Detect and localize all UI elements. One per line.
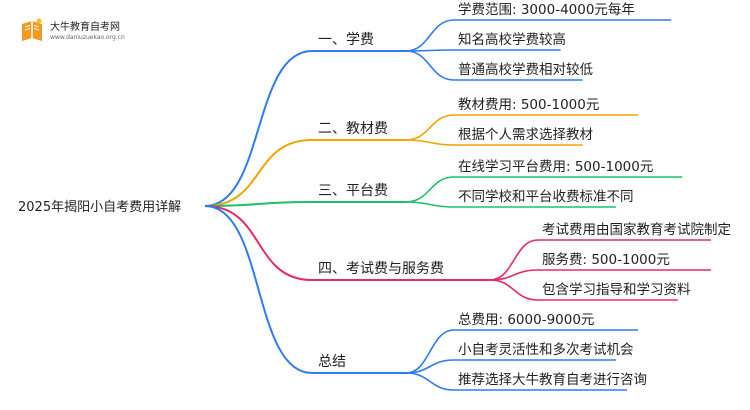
leaf-connector [405,329,455,374]
leaf-connector [405,139,455,146]
branch-connector [204,205,313,281]
leaf-label[interactable]: 普通高校学费相对较低 [458,61,593,78]
site-logo[interactable]: 大牛教育自考网 www.daniuzuekao.org.cn [16,14,136,48]
leaf-connector [489,239,539,281]
leaf-label[interactable]: 小自考灵活性和多次考试机会 [458,341,634,358]
leaf-label[interactable]: 不同学校和平台收费标准不同 [458,188,634,205]
branch-label[interactable]: 二、教材费 [318,121,388,137]
leaf-label[interactable]: 总费用: 6000-9000元 [458,312,594,328]
logo-url: www.daniuzuekao.org.cn [50,34,125,41]
branch-label[interactable]: 四、考试费与服务费 [318,261,444,277]
leaf-connector [405,372,455,391]
leaf-connector [405,201,455,208]
leaf-connector [489,279,539,301]
branch-connector [204,205,313,374]
leaf-label[interactable]: 根据个人需求选择教材 [458,127,593,143]
leaf-label[interactable]: 知名高校学费较高 [458,31,566,48]
branch-connector [204,201,313,207]
leaf-label[interactable]: 服务费: 500-1000元 [542,252,670,268]
leaf-label[interactable]: 教材费用: 500-1000元 [458,97,599,113]
leaf-connector [405,176,455,203]
branch-label[interactable]: 三、平台费 [318,183,388,199]
leaf-connector [405,114,455,141]
root-topic: 2025年揭阳小自考费用详解 [18,200,181,215]
leaf-connector [405,19,455,52]
branch-connector [204,50,313,207]
branch-label[interactable]: 一、学费 [318,32,374,48]
branch-connector [204,139,313,207]
leaf-label[interactable]: 学费范围: 3000-4000元每年 [458,2,635,18]
logo-title: 大牛教育自考网 [50,22,120,33]
book-logo-icon [22,18,42,41]
branch-label[interactable]: 总结 [318,354,346,370]
leaf-label[interactable]: 考试费用由国家教育考试院制定 [542,221,731,238]
leaf-connector [405,50,455,81]
leaf-label[interactable]: 包含学习指导和学习资料 [542,282,691,298]
leaf-label[interactable]: 推荐选择大牛教育自考进行咨询 [458,372,647,388]
leaf-label[interactable]: 在线学习平台费用: 500-1000元 [458,159,653,175]
